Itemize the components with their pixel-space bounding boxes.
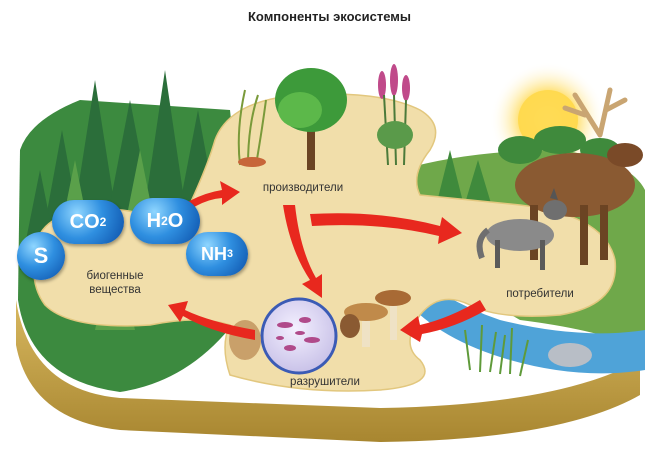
label-decomposers: разрушители	[290, 376, 360, 388]
arrow-decomposers-to-nutrients	[168, 301, 255, 340]
molecule-co2-sub: 2	[99, 215, 107, 229]
label-producers: производители	[262, 182, 344, 194]
arrow-producers-to-consumers	[310, 213, 462, 244]
molecule-nh3-main: NH	[200, 243, 227, 264]
arrow-producers-to-decomposers	[283, 205, 322, 298]
rock	[548, 343, 592, 367]
molecule-h2o-o: O	[167, 209, 184, 232]
platform-side	[16, 300, 640, 442]
bacteria-dish	[260, 297, 338, 375]
molecule-nh3-sub: 3	[226, 248, 233, 260]
arrow-consumers-to-decomposers	[400, 300, 486, 342]
label-nutrients-line2: вещества	[89, 284, 141, 296]
river	[400, 260, 645, 374]
diagram-title: Компоненты экосистемы	[247, 9, 411, 24]
molecule-s-label: S	[33, 243, 49, 268]
wolf	[476, 188, 567, 270]
producer-plants	[237, 64, 413, 170]
molecule-s: S	[17, 232, 65, 280]
label-nutrients: биогенные вещества	[75, 269, 155, 297]
reeds	[464, 324, 529, 377]
label-nutrients-line1: биогенные	[86, 270, 144, 282]
molecule-h2o-h: H	[146, 209, 162, 232]
molecule-co2-main: CO	[69, 210, 100, 233]
molecule-h2o-sub: 2	[161, 214, 168, 228]
elk	[515, 87, 643, 265]
label-consumers: потребители	[506, 288, 574, 300]
